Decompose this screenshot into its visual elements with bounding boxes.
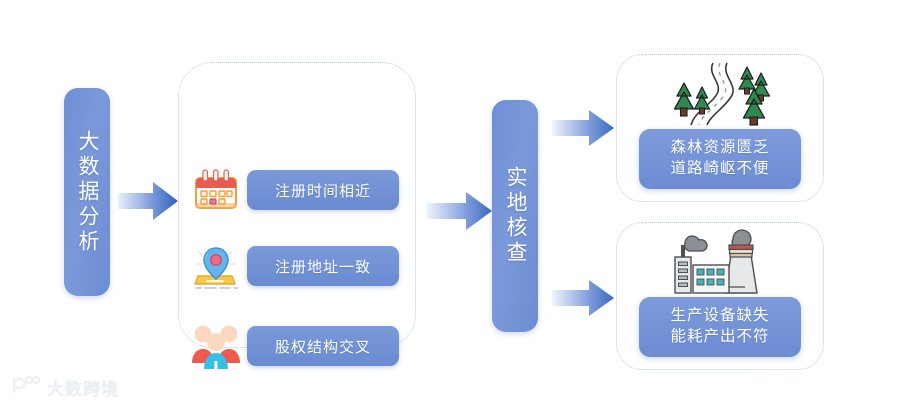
forest-road-icon: [660, 61, 780, 127]
arrow-bigdata-to-criteria: [118, 180, 178, 222]
criteria-label-equity-structure: 股权结构交叉: [247, 326, 399, 366]
criteria-container: 注册时间相近: [178, 62, 416, 369]
stage-verify-label: 实地核查: [504, 166, 528, 266]
criteria-item-registration-time[interactable]: 注册时间相近: [187, 161, 411, 219]
result-card-factory: 生产设备缺失 能耗产出不符: [616, 222, 824, 370]
watermark: 大数跨境: [10, 375, 119, 400]
arrow-verify-to-factory: [552, 278, 614, 318]
criteria-item-equity-structure[interactable]: 股权结构交叉: [187, 317, 411, 375]
criteria-label-registration-address: 注册地址一致: [247, 246, 399, 286]
stage-field-verification: 实地核查: [492, 100, 538, 332]
result-card-forest: 森林资源匮乏 道路崎岖不便: [616, 54, 824, 202]
criteria-item-registration-address[interactable]: 注册地址一致: [187, 237, 411, 295]
stage-bigdata-analysis: 大数据分析: [64, 88, 110, 296]
result-forest-line2: 道路崎岖不便: [670, 160, 770, 177]
watermark-logo-icon: [10, 375, 40, 400]
calendar-icon: [187, 161, 245, 219]
result-label-forest: 森林资源匮乏 道路崎岖不便: [639, 129, 801, 189]
result-label-factory: 生产设备缺失 能耗产出不符: [639, 297, 801, 357]
result-forest-line1: 森林资源匮乏: [670, 139, 770, 157]
factory-smoke-icon: [660, 229, 780, 295]
stage-bigdata-label: 大数据分析: [76, 129, 100, 255]
location-pin-icon: [187, 237, 245, 295]
people-group-icon: [187, 317, 245, 375]
watermark-text: 大数跨境: [47, 380, 119, 399]
arrow-criteria-to-verify: [426, 190, 492, 232]
criteria-label-registration-time: 注册时间相近: [247, 170, 399, 210]
arrow-verify-to-forest: [552, 108, 614, 148]
result-factory-line2: 能耗产出不符: [670, 328, 770, 345]
result-factory-line1: 生产设备缺失: [670, 307, 770, 325]
